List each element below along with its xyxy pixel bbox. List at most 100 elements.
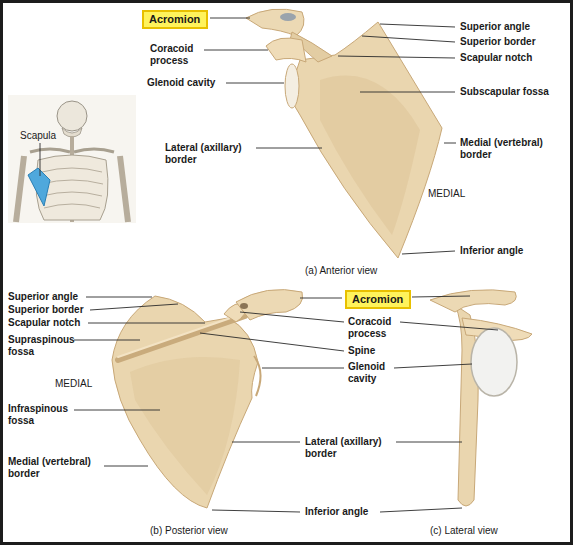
leader-line: [86, 297, 152, 298]
label-holder: Coracoid process: [150, 43, 212, 67]
articular-facet: [280, 13, 296, 21]
acromion-shape: [236, 290, 303, 320]
skull: [57, 101, 87, 131]
leader-line: [200, 333, 344, 351]
leader-line: [394, 364, 472, 368]
label-holder: Inferior angle: [305, 506, 368, 518]
label-holder: Medial (vertebral) border: [8, 456, 108, 480]
label-holder: MEDIAL: [428, 188, 465, 200]
label-holder: Superior border: [8, 304, 84, 316]
leader-line: [338, 56, 455, 58]
part-label: Glenoid cavity: [147, 77, 215, 89]
leader-lines: [40, 18, 498, 512]
label-holder: Coracoid process: [348, 316, 410, 340]
label-holder: Inferior angle: [460, 245, 523, 257]
part-label: Coracoid process: [150, 43, 212, 67]
part-label: Superior border: [8, 304, 84, 316]
label-holder: Infraspinous fossa: [8, 403, 78, 427]
label-holder: Glenoid cavity: [147, 77, 215, 89]
clavicles: [30, 149, 114, 152]
scapula-highlight: [28, 168, 50, 206]
acromion-shape: [246, 9, 304, 36]
label-holder: (a) Anterior view: [305, 265, 377, 277]
label-holder: Subscapular fossa: [460, 86, 549, 98]
label-holder: (c) Lateral view: [430, 525, 498, 537]
arms: [16, 156, 128, 222]
part-label: Superior angle: [8, 291, 78, 303]
glenoid-rim: [285, 64, 299, 108]
part-label: Scapular notch: [8, 317, 80, 329]
part-label: Lateral (axillary) border: [165, 142, 260, 166]
infraspinous-shading: [130, 357, 240, 495]
leader-line: [90, 304, 178, 310]
view-caption: MEDIAL: [55, 378, 92, 390]
part-label: Superior border: [460, 36, 536, 48]
view-caption: (a) Anterior view: [305, 265, 377, 277]
foramen: [240, 303, 248, 309]
leader-line: [360, 92, 455, 93]
highlight-box: Acromion: [142, 10, 208, 29]
part-label: Acromion: [149, 13, 206, 26]
leader-line: [88, 323, 205, 324]
part-label: Superior angle: [460, 21, 530, 33]
view-caption: Scapula: [20, 130, 56, 142]
leader-line: [212, 510, 300, 512]
part-label: Infraspinous fossa: [8, 403, 78, 427]
view-caption: (b) Posterior view: [150, 525, 228, 537]
label-holder: MEDIAL: [55, 378, 92, 390]
part-label: Medial (vertebral) border: [8, 456, 108, 480]
label-holder: Scapula: [20, 130, 56, 142]
label-holder: Lateral (axillary) border: [165, 142, 260, 166]
label-holder: Supraspinous fossa: [8, 334, 78, 358]
acromion-shape: [430, 290, 516, 312]
leader-line: [300, 298, 342, 299]
view-caption: MEDIAL: [428, 188, 465, 200]
lateral-scapula: [430, 290, 532, 506]
leader-line: [412, 296, 470, 297]
label-holder: Lateral (axillary) border: [305, 436, 400, 460]
glenoid-rim: [254, 356, 261, 396]
part-label: Lateral (axillary) border: [305, 436, 400, 460]
leader-line: [74, 410, 160, 411]
scapula-body: [112, 296, 258, 508]
leader-line: [240, 312, 344, 322]
leader-line: [362, 36, 455, 42]
posterior-scapula: [112, 290, 303, 508]
anterior-scapula: [246, 9, 442, 258]
coracoid-shape: [266, 38, 306, 62]
leader-line: [400, 322, 498, 330]
leader-line: [210, 18, 250, 19]
view-caption: (c) Lateral view: [430, 525, 498, 537]
leader-line: [232, 442, 300, 443]
label-holder: Scapular notch: [8, 317, 80, 329]
ribs: [41, 168, 103, 208]
leader-line: [256, 148, 322, 149]
leader-line: [104, 466, 148, 467]
part-label: Medial (vertebral) border: [460, 137, 560, 161]
leader-line: [396, 442, 462, 443]
glenoid-surface: [471, 328, 517, 396]
label-holder: Superior angle: [8, 291, 78, 303]
inset-ground: [8, 95, 136, 223]
leader-line: [262, 368, 344, 369]
part-label: Supraspinous fossa: [8, 334, 78, 358]
leader-line: [204, 50, 268, 51]
label-holder: Superior angle: [460, 21, 530, 33]
leader-line: [380, 24, 455, 27]
label-holder: Medial (vertebral) border: [460, 137, 560, 161]
highlight-box: Acromion: [345, 290, 411, 309]
spine-highlight: [118, 313, 245, 357]
part-label: Spine: [348, 345, 375, 357]
part-label: Acromion: [352, 293, 409, 306]
leader-line: [380, 508, 462, 512]
leader-line: [402, 251, 455, 254]
part-label: Inferior angle: [305, 506, 368, 518]
part-label: Subscapular fossa: [460, 86, 549, 98]
part-label: Scapular notch: [460, 52, 532, 64]
leader-line: [444, 143, 456, 144]
part-label: Coracoid process: [348, 316, 410, 340]
jaw: [62, 128, 82, 137]
part-label: Glenoid cavity: [348, 361, 398, 385]
skeleton-inset: [8, 95, 136, 223]
